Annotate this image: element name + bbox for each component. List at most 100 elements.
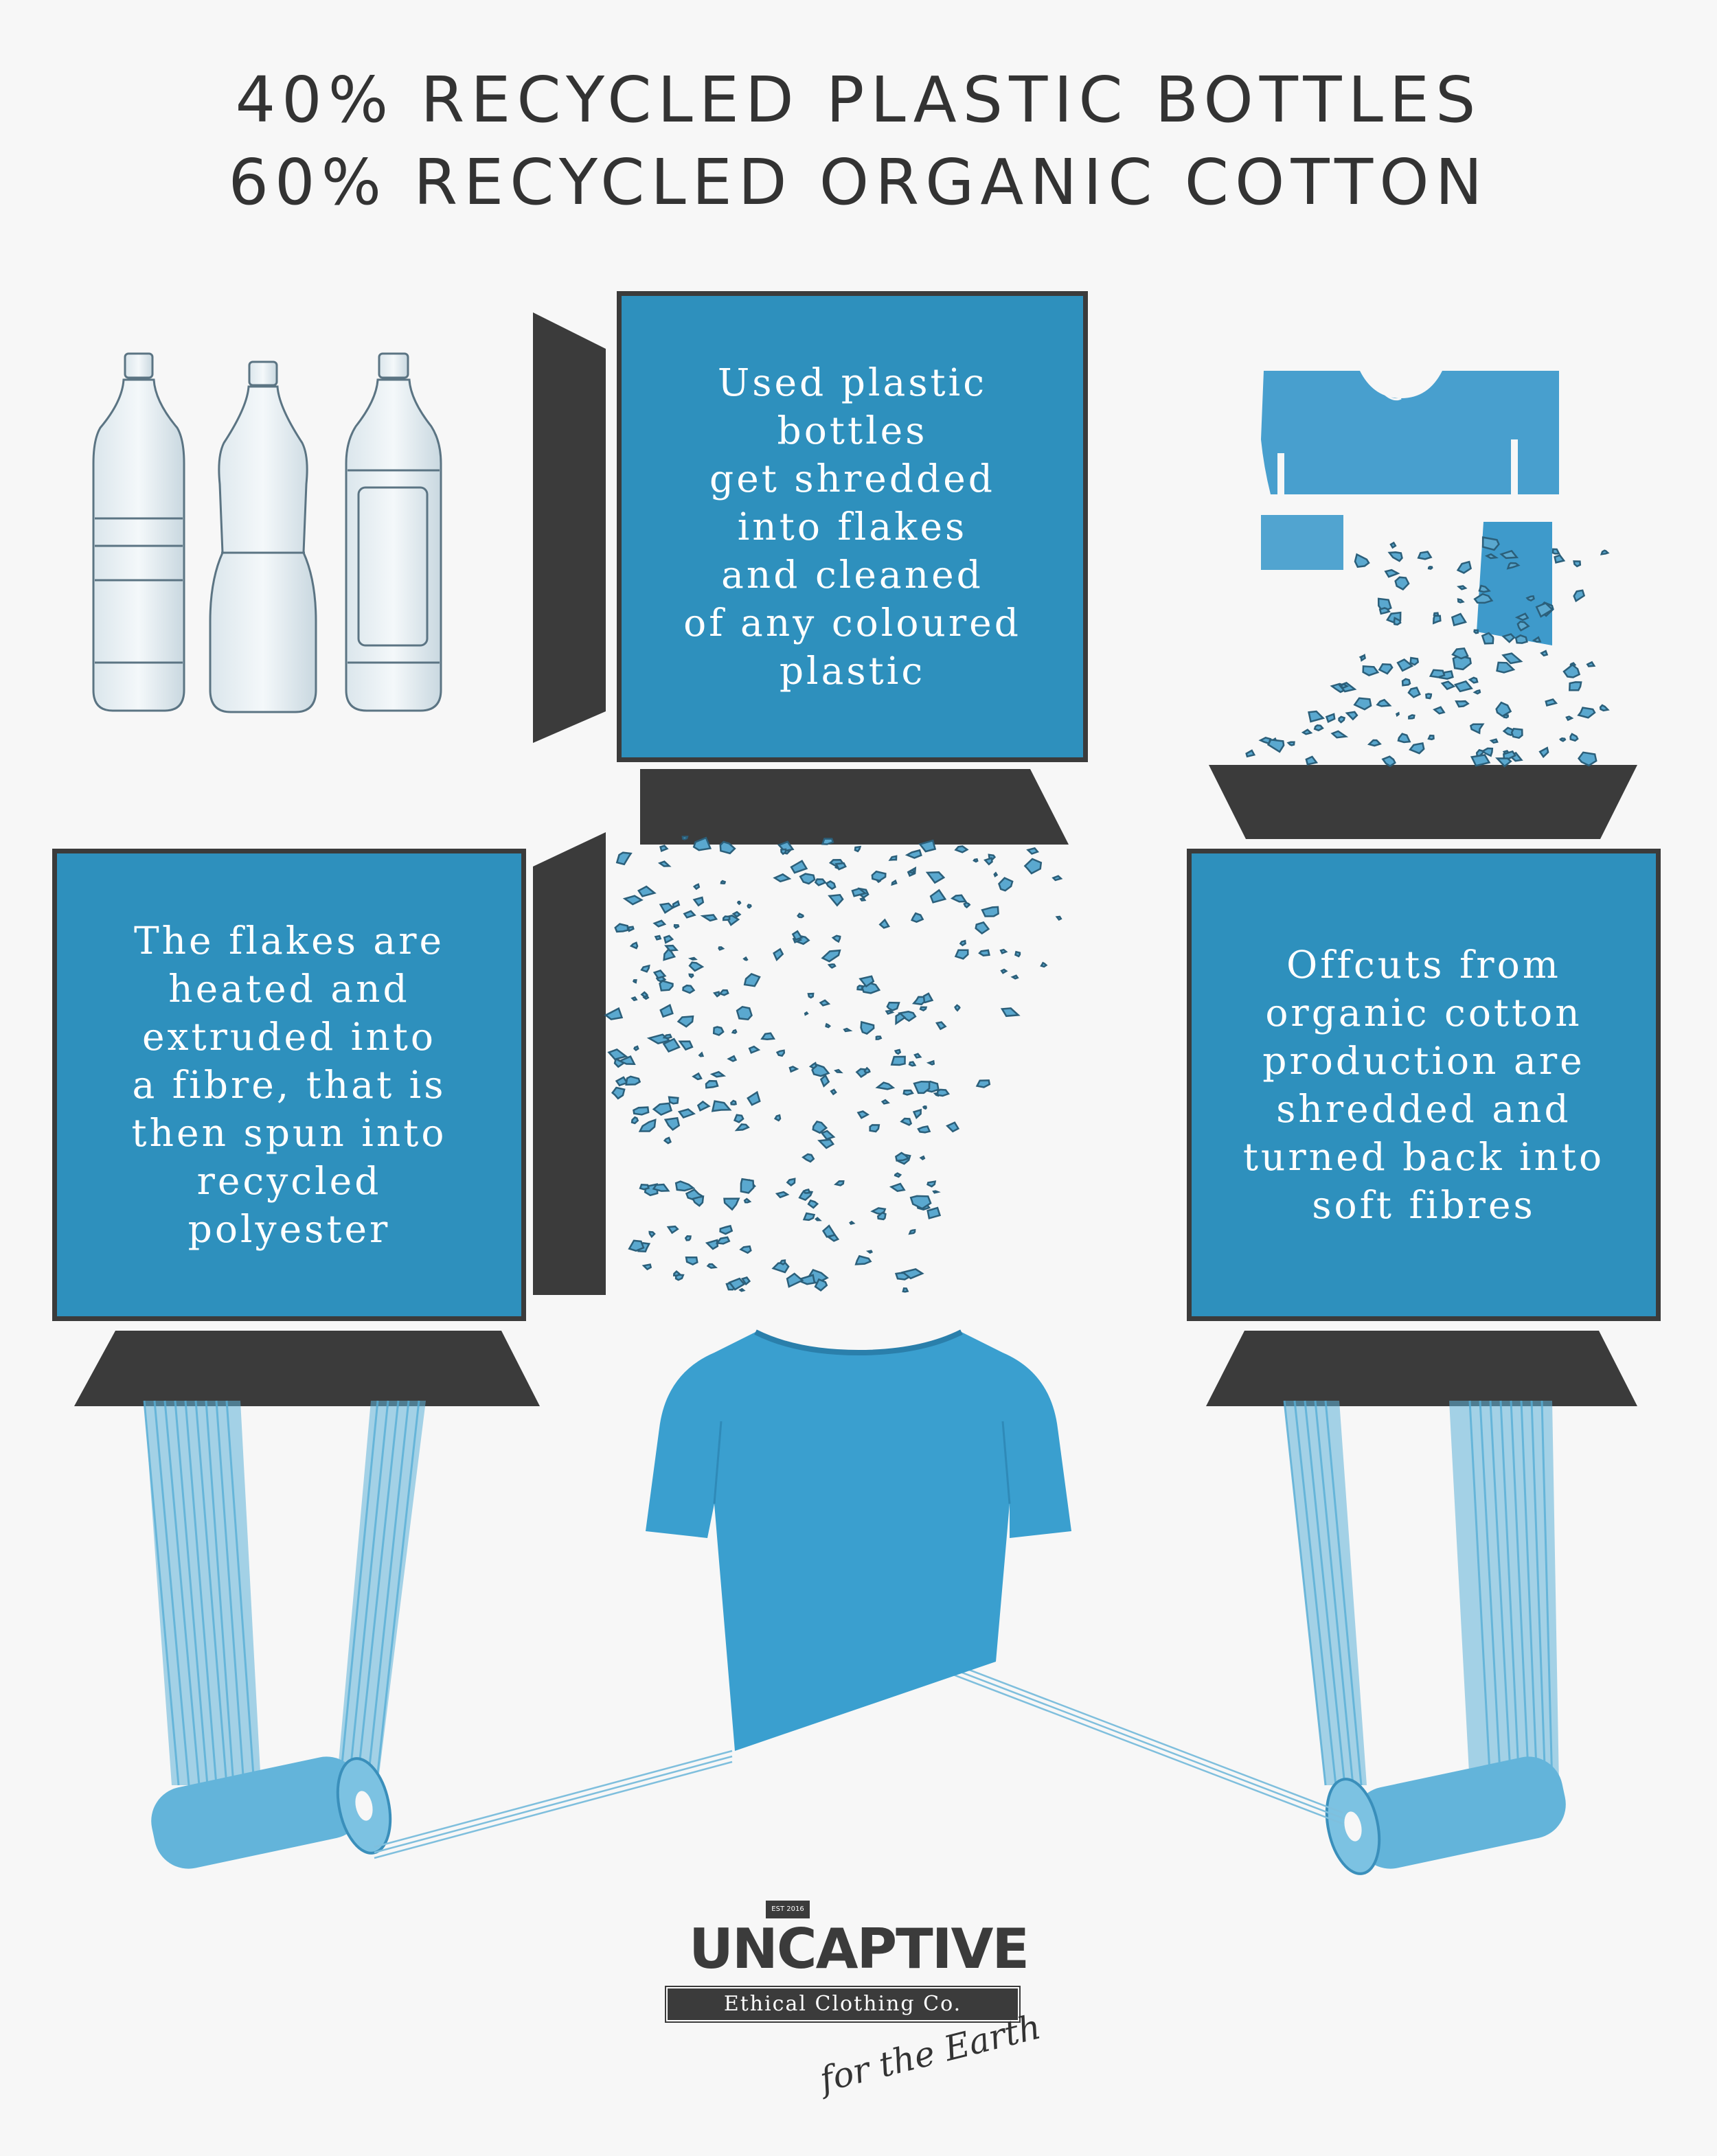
plastic-flake xyxy=(909,1195,932,1210)
plastic-flake xyxy=(856,1110,870,1119)
plastic-flake xyxy=(1577,707,1596,719)
plastic-flake xyxy=(1040,961,1048,968)
plastic-flake xyxy=(922,1105,927,1110)
plastic-flake xyxy=(869,1124,880,1133)
plastic-flake xyxy=(657,860,672,867)
plastic-flake xyxy=(662,1033,673,1040)
plastic-flake xyxy=(692,883,701,891)
plastic-flake xyxy=(1481,632,1494,645)
plastic-flake xyxy=(891,879,898,886)
plastic-flake xyxy=(1453,680,1473,693)
plastic-flake xyxy=(640,991,649,998)
panel-cotton-offcuts: Offcuts from organic cotton production a… xyxy=(1187,849,1661,1321)
plastic-flake xyxy=(1573,560,1582,568)
plastic-flake xyxy=(718,946,725,951)
plastic-flake xyxy=(918,839,937,853)
plastic-flake xyxy=(633,1045,639,1051)
plastic-flake xyxy=(1451,612,1467,627)
plastic-flake xyxy=(773,873,792,883)
plastic-flake xyxy=(734,1123,750,1132)
plastic-flake xyxy=(1376,698,1392,707)
plastic-flake xyxy=(811,1064,830,1077)
plastic-flake xyxy=(666,1225,679,1235)
plastic-flake xyxy=(1481,747,1494,757)
plastic-flake xyxy=(630,996,638,1002)
plastic-flake xyxy=(728,1277,746,1291)
plastic-flake xyxy=(663,1136,672,1145)
plastic-flake xyxy=(950,894,968,903)
plastic-flake xyxy=(1545,698,1558,707)
plastic-flake xyxy=(890,1055,906,1066)
plastic-flake xyxy=(975,921,990,935)
plastic-flake xyxy=(926,1180,937,1188)
plastic-flake xyxy=(664,944,679,952)
plastic-flake xyxy=(1397,733,1411,744)
plastic-flake xyxy=(727,1055,738,1062)
plastic-flake xyxy=(632,979,637,984)
plastic-flake xyxy=(611,1086,626,1100)
plastic-flake xyxy=(1600,549,1610,555)
plastic-flake xyxy=(1427,734,1435,741)
step-offcuts-text: Offcuts from organic cotton production a… xyxy=(1242,943,1605,1227)
plastic-flake xyxy=(1495,701,1512,718)
plastic-flake xyxy=(1381,755,1396,768)
plastic-flake xyxy=(627,926,635,932)
plastic-flake xyxy=(851,887,867,897)
plastic-flake xyxy=(639,1184,650,1191)
plastic-flake xyxy=(900,1117,913,1126)
plastic-flake xyxy=(1456,560,1472,574)
plastic-flake xyxy=(863,1066,871,1074)
plastic-flake xyxy=(1514,634,1528,644)
plastic-flake xyxy=(1055,915,1062,921)
plastic-flake xyxy=(894,1048,902,1055)
plastic-flake xyxy=(821,838,834,845)
plastic-flake xyxy=(672,899,681,909)
plastic-flake xyxy=(1023,858,1043,875)
plastic-flake xyxy=(1554,554,1566,564)
plastic-flake xyxy=(802,1212,816,1222)
plastic-flake xyxy=(895,1012,907,1026)
plastic-flake xyxy=(859,897,867,902)
plastic-flake xyxy=(773,948,784,962)
panel-extrude-fibre: The flakes are heated and extruded into … xyxy=(52,849,526,1321)
plastic-flake xyxy=(1051,875,1063,882)
plastic-flake xyxy=(659,1003,674,1018)
plastic-flake xyxy=(682,984,696,994)
headline-cotton: 60% RECYCLED ORGANIC COTTON xyxy=(228,146,1489,219)
plastic-flake xyxy=(1568,681,1582,691)
brand-logo: EST 2016 UNCAPTIVE Ethical Clothing Co. … xyxy=(659,1895,1071,2122)
plastic-flake xyxy=(659,845,669,852)
plastic-flake xyxy=(1401,678,1411,687)
plastic-flake xyxy=(1394,576,1410,591)
plastic-flake xyxy=(821,949,841,963)
plastic-flake xyxy=(807,1199,819,1209)
plastic-flake xyxy=(1432,615,1442,625)
polyester-fibre-spool xyxy=(143,1400,426,1869)
plastic-flake xyxy=(812,1120,828,1134)
plastic-flake xyxy=(1481,536,1500,551)
plastic-flake xyxy=(954,949,969,960)
plastic-flake xyxy=(786,1178,796,1186)
flakes-tray-cluster xyxy=(1245,536,1610,768)
plastic-flake xyxy=(1338,715,1346,724)
plastic-flake xyxy=(814,878,827,886)
plastic-flake xyxy=(804,1011,809,1016)
plastic-flake xyxy=(740,1276,751,1286)
plastic-flake xyxy=(1014,950,1021,958)
plastic-flake xyxy=(1417,551,1433,560)
plastic-flake xyxy=(709,1070,727,1078)
plastic-flake xyxy=(617,1055,636,1065)
plastic-flake xyxy=(640,964,650,973)
plastic-flake xyxy=(676,1015,694,1028)
plastic-flake xyxy=(681,836,689,840)
plastic-flake xyxy=(791,930,804,941)
plastic-flake xyxy=(1473,593,1494,604)
plastic-flake xyxy=(1470,754,1491,767)
plastic-flake xyxy=(926,1059,935,1066)
plastic-flake xyxy=(1308,710,1326,723)
plastic-flake xyxy=(736,1005,753,1021)
plastic-flake xyxy=(1266,739,1285,753)
plastic-flake xyxy=(692,1072,703,1081)
plastic-flake xyxy=(799,873,816,885)
plastic-flake xyxy=(1396,658,1414,672)
